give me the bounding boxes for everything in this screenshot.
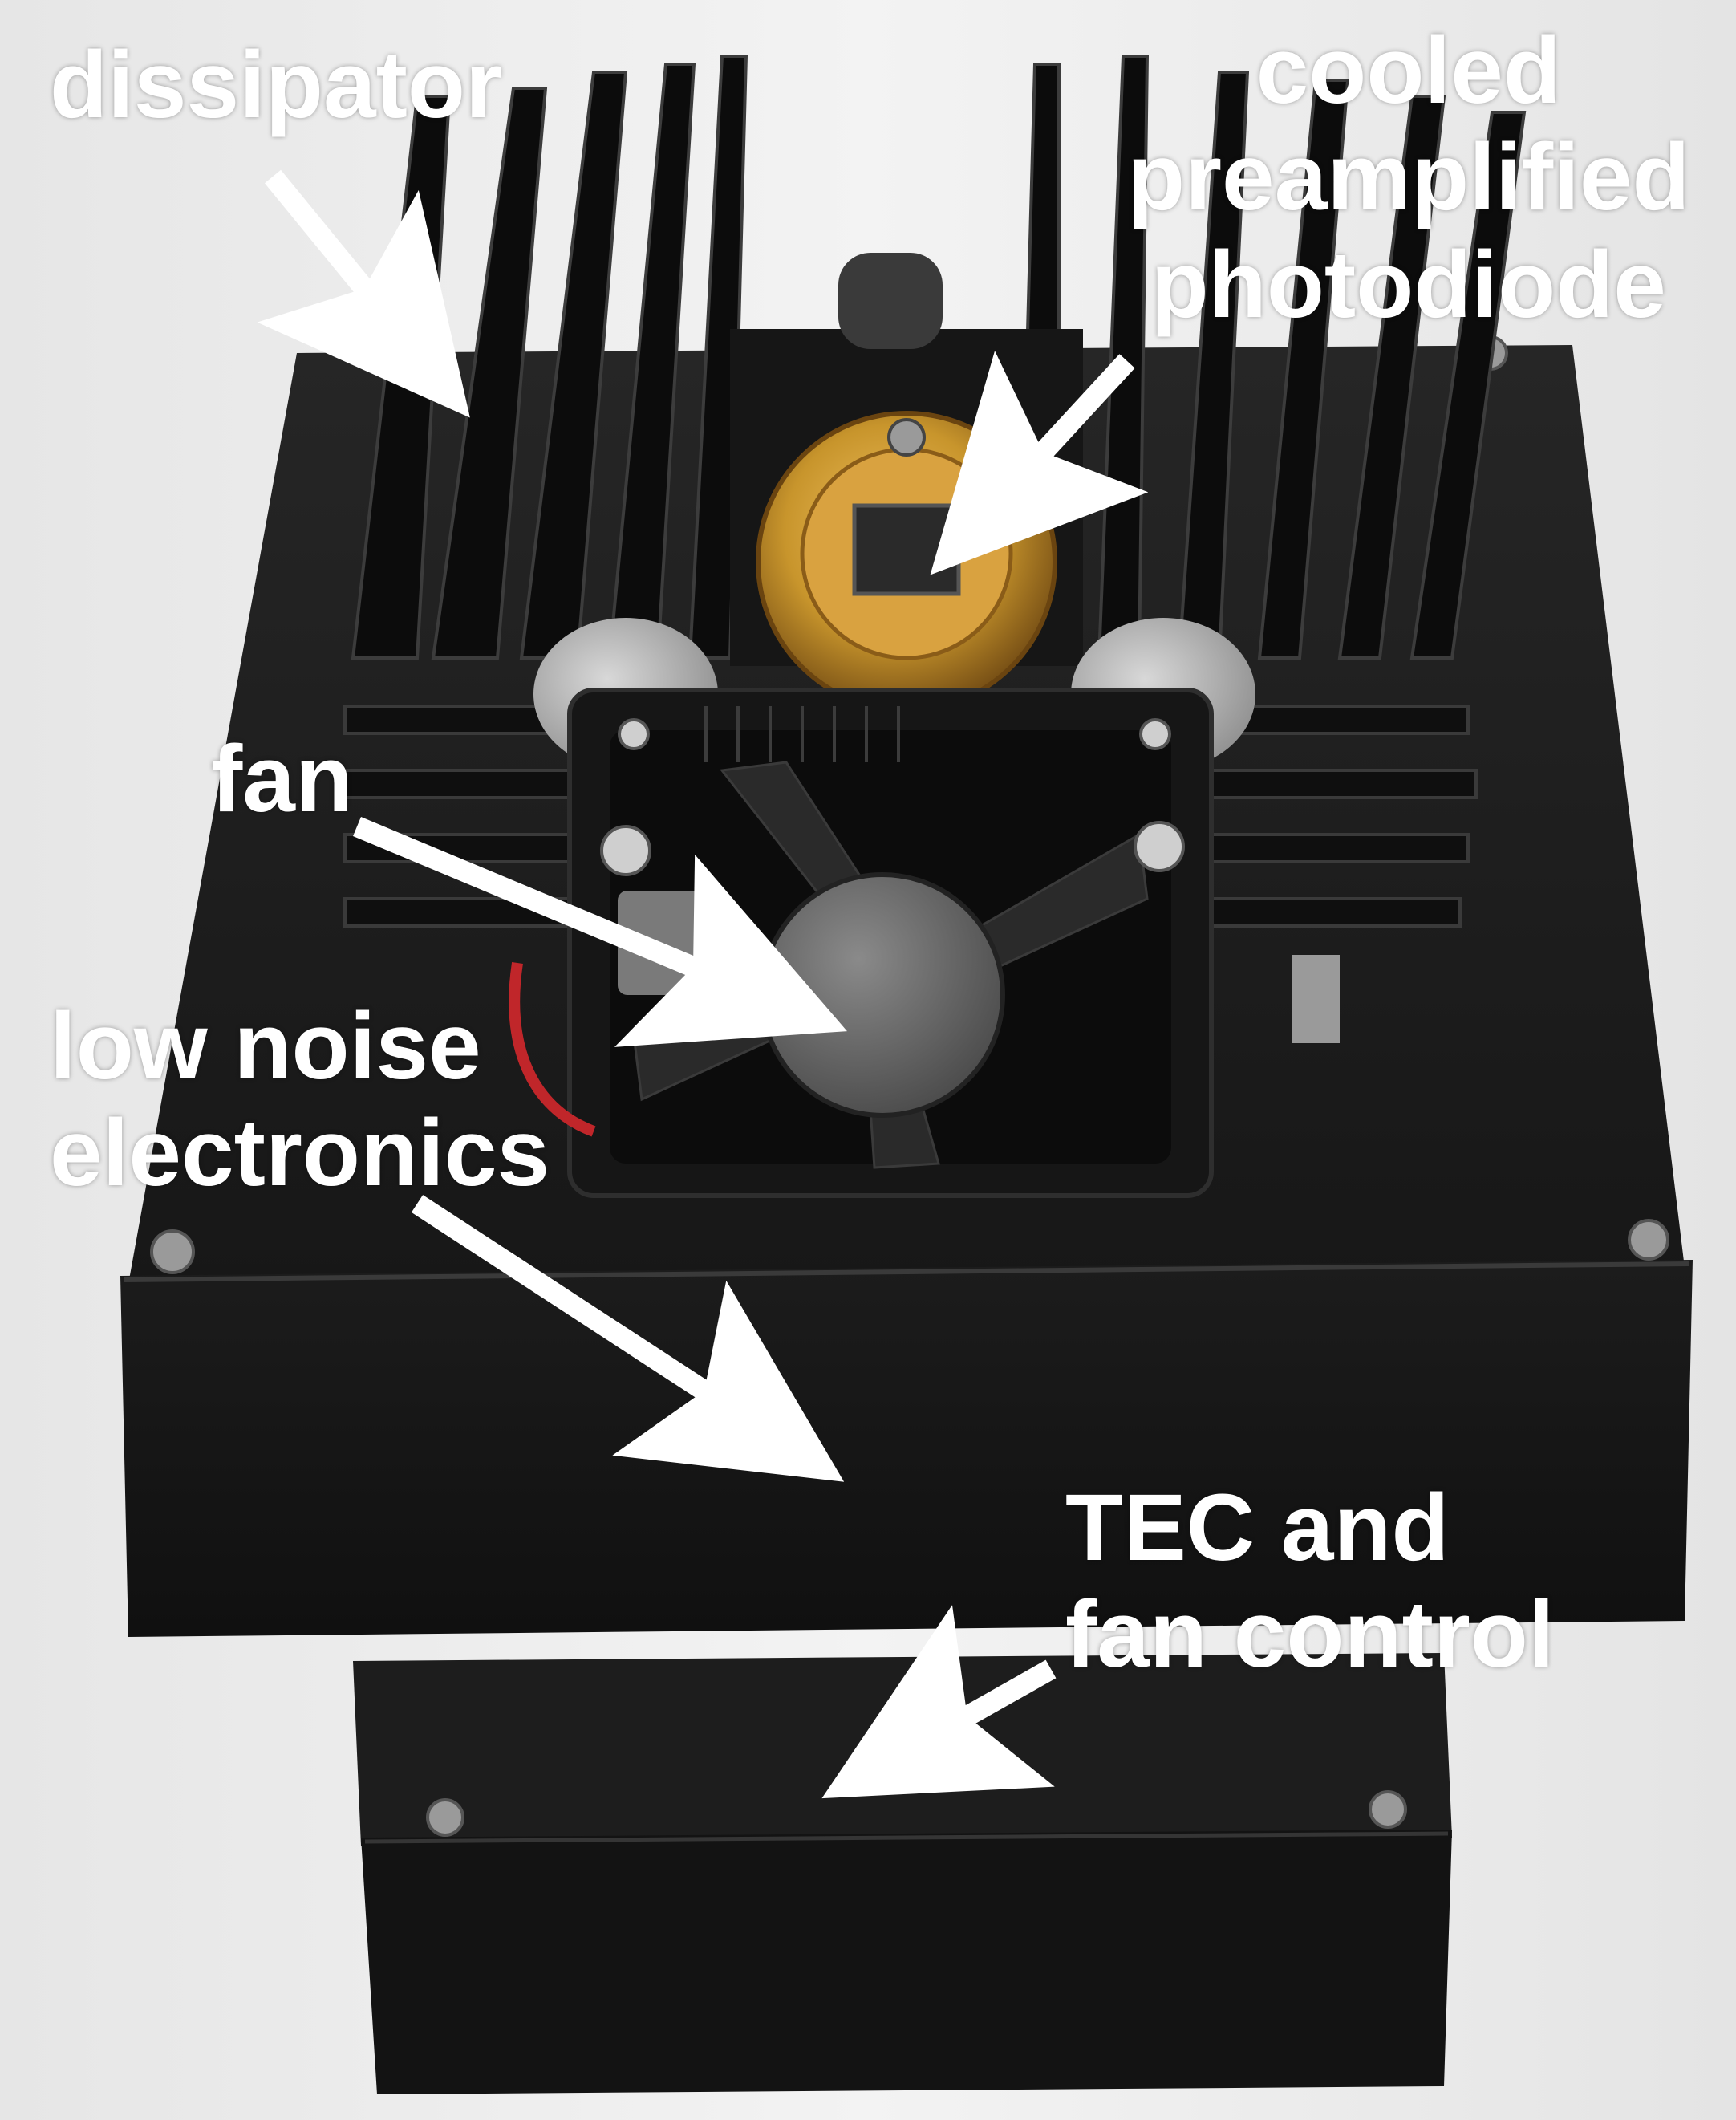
- label-tec: TEC and fan control: [1065, 1475, 1555, 1689]
- label-photodiode-line-3: photodiode: [1150, 231, 1666, 338]
- arrow-tec-icon: [821, 1605, 1057, 1799]
- label-photodiode-line-1: cooled: [1255, 18, 1561, 124]
- label-dissipator-line-1: dissipator: [50, 32, 502, 138]
- label-fan-line-1: fan: [211, 726, 353, 832]
- label-tec-line-1: TEC and: [1065, 1475, 1450, 1581]
- label-dissipator: dissipator: [50, 32, 502, 139]
- label-electronics-line-1: low noise: [50, 993, 481, 1099]
- label-photodiode-line-2: preamplified: [1127, 124, 1690, 231]
- label-fan: fan: [211, 726, 353, 833]
- label-tec-line-2: fan control: [1065, 1582, 1555, 1688]
- arrow-dissipator-icon: [257, 169, 470, 418]
- label-electronics-line-2: electronics: [50, 1100, 550, 1207]
- label-electronics: low noise electronics: [50, 993, 550, 1208]
- label-photodiode: cooled preamplified photodiode: [1127, 18, 1690, 339]
- arrow-electronics-icon: [411, 1195, 845, 1482]
- arrow-photodiode-icon: [930, 351, 1149, 575]
- arrow-fan-icon: [352, 817, 847, 1047]
